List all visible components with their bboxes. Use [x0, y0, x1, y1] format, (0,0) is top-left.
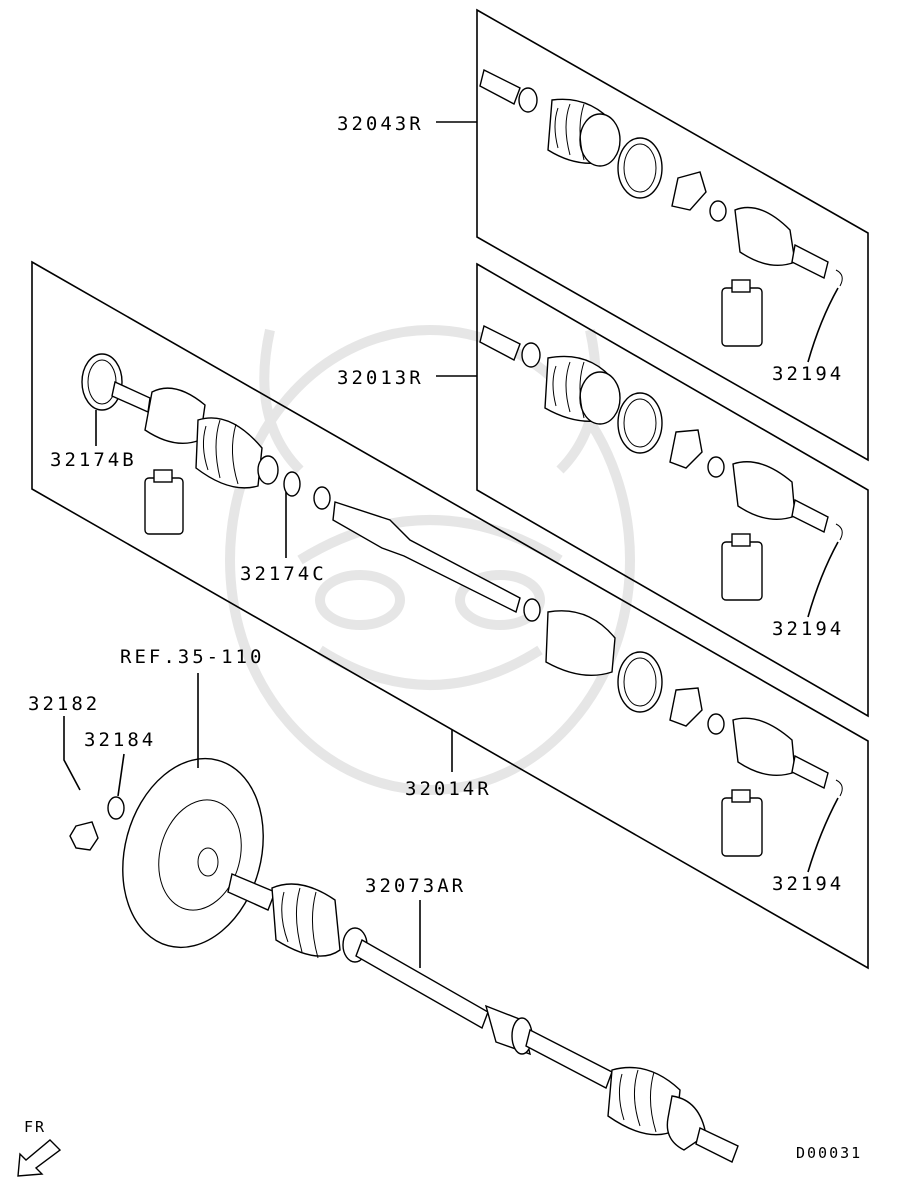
driveshaft-32073AR: 32073AR [227, 873, 739, 1163]
label-ref-35-110: REF.35-110 [120, 646, 264, 668]
label-32194-middle: 32194 [772, 618, 844, 640]
panel-32013R: 32013R [337, 262, 869, 718]
panel-32014R: 32174B 32174C 32014R [31, 260, 869, 970]
label-32013R: 32013R [337, 367, 424, 389]
label-32184: 32184 [84, 729, 156, 751]
brake-disc-assembly: REF.35-110 32182 32184 [28, 646, 264, 949]
label-32174C: 32174C [240, 563, 327, 585]
leaders-32194: 32194 32194 32194 [772, 287, 844, 895]
panel-32043R: 32043R [337, 8, 869, 462]
arrow-down-left-icon [17, 1139, 62, 1177]
label-32194-top: 32194 [772, 363, 844, 385]
label-32014R: 32014R [405, 778, 492, 800]
label-32174B: 32174B [50, 449, 137, 471]
front-indicator: FR [17, 1118, 62, 1177]
label-32073AR: 32073AR [365, 875, 466, 897]
label-32194-bottom: 32194 [772, 873, 844, 895]
label-fr: FR [24, 1118, 46, 1136]
diagram-id: D00031 [796, 1144, 862, 1162]
label-32182: 32182 [28, 693, 100, 715]
label-32043R: 32043R [337, 113, 424, 135]
watermark [225, 325, 635, 795]
